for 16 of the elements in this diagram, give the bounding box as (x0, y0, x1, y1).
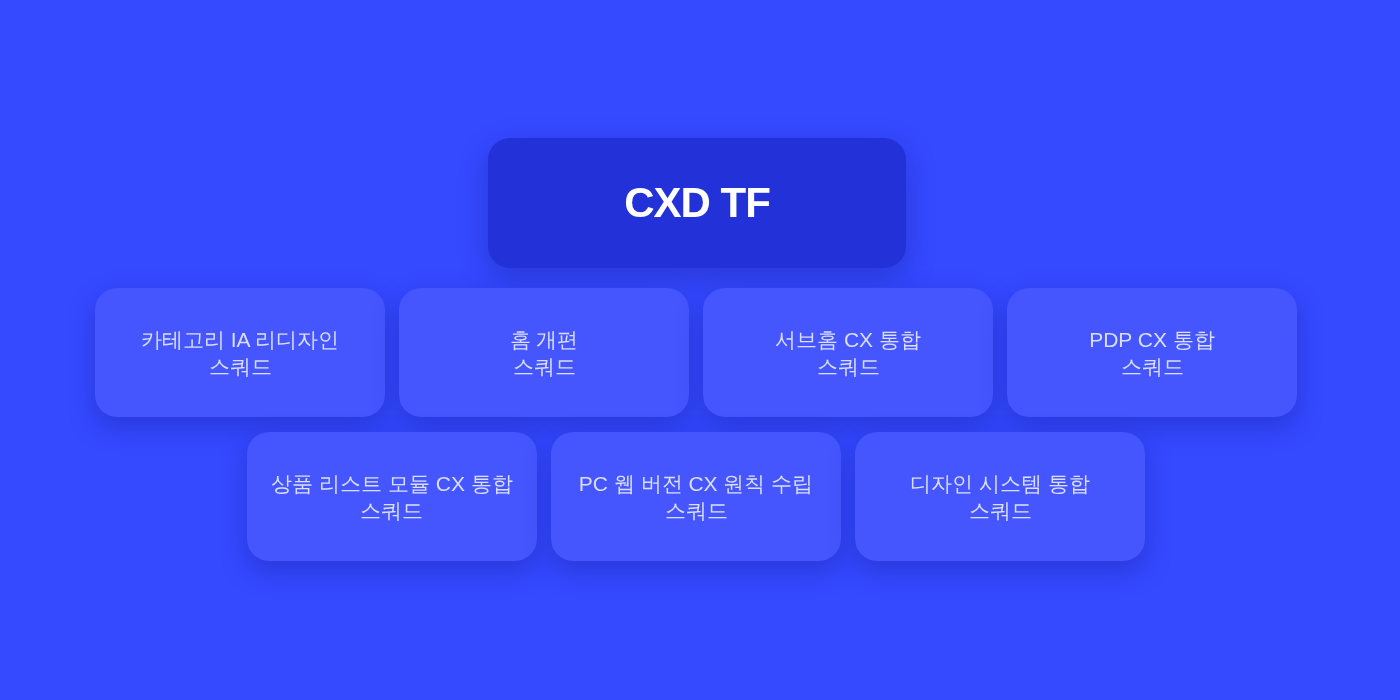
team-name: PDP CX 통합 스쿼드 (1088, 326, 1216, 380)
team-name: 카테고리 IA 리디자인 스쿼드 (139, 326, 341, 380)
team-name: 디자인 시스템 통합 스쿼드 (909, 470, 1091, 524)
team-box (855, 432, 1145, 561)
team-name: 상품 리스트 모듈 CX 통합 스쿼드 (270, 470, 514, 524)
team-box (703, 288, 993, 417)
team-box (247, 432, 537, 561)
header-box (488, 138, 906, 268)
team-box (1007, 288, 1297, 417)
team-box (95, 288, 385, 417)
team-name: 홈 개편 스쿼드 (508, 326, 580, 380)
team-box (551, 432, 841, 561)
title-text: CXD TF (624, 179, 770, 227)
team-name: 서브홈 CX 통합 스쿼드 (774, 326, 922, 380)
team-name: PC 웹 버전 CX 원칙 수립 스쿼드 (577, 470, 815, 524)
team-box (399, 288, 689, 417)
